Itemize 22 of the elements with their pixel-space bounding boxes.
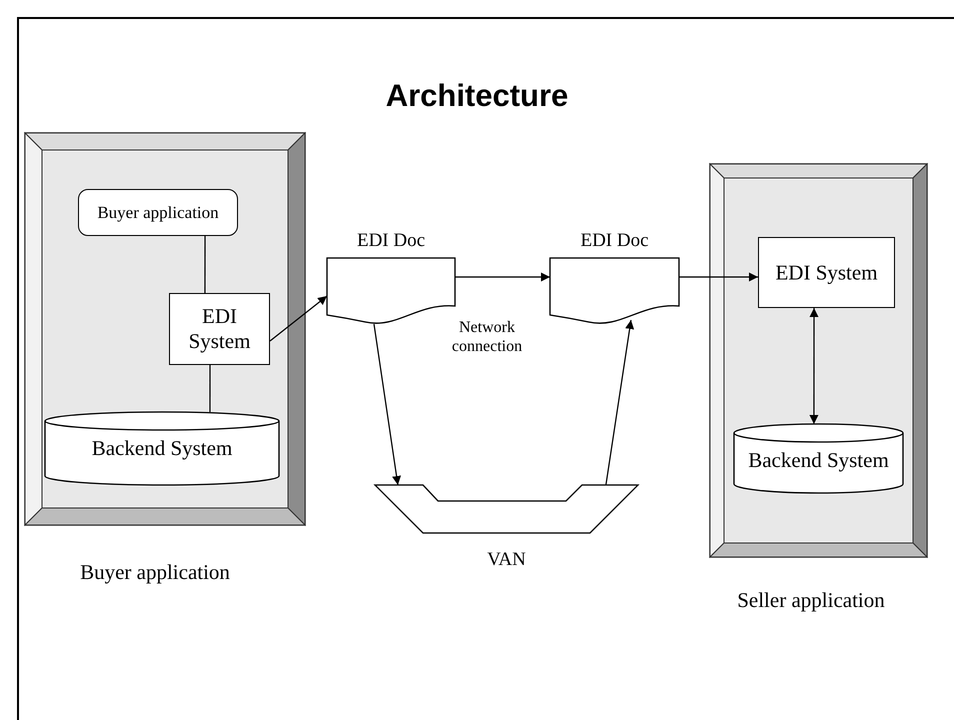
connector-line — [209, 365, 211, 412]
arrow — [373, 324, 401, 486]
node-label: EDI Doc — [356, 230, 426, 253]
node-label: EDI System — [188, 304, 252, 354]
node-label: EDI System — [774, 260, 879, 286]
node-label: Backend System — [90, 436, 234, 462]
arrow — [809, 308, 819, 424]
frame-label: Buyer application — [79, 560, 231, 586]
node-label: Buyer application — [96, 202, 220, 223]
arrow — [455, 272, 550, 282]
node-label: Backend System — [747, 448, 890, 474]
frame-label: Seller application — [736, 588, 886, 614]
arrow — [270, 296, 328, 342]
arrow — [679, 272, 758, 282]
diagram-title: Architecture — [384, 78, 570, 114]
system-box — [758, 237, 895, 308]
arrow — [605, 320, 634, 486]
system-box — [169, 293, 270, 365]
connector-line — [204, 236, 206, 293]
node-label: VAN — [486, 549, 527, 572]
application-box — [78, 189, 238, 236]
node-label: EDI Doc — [579, 230, 650, 253]
